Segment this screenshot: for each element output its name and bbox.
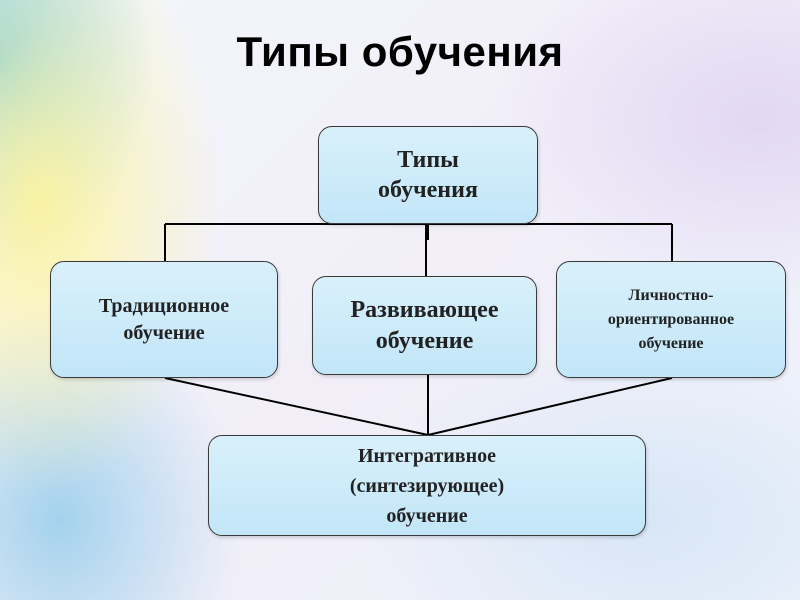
connector-personal-to-integrative: [427, 377, 673, 436]
page-title: Типы обучения: [236, 28, 564, 75]
node-developing-learning: Развивающее обучение: [312, 276, 537, 375]
node-learning-types: Типы обучения: [318, 126, 538, 224]
node-personal-oriented-learning: Личностно- ориентированное обучение: [556, 261, 786, 378]
connector-traditional-to-integrative: [164, 377, 429, 436]
node-traditional-learning: Традиционное обучение: [50, 261, 278, 378]
node-integrative-learning: Интегративное (синтезирующее) обучение: [208, 435, 646, 536]
